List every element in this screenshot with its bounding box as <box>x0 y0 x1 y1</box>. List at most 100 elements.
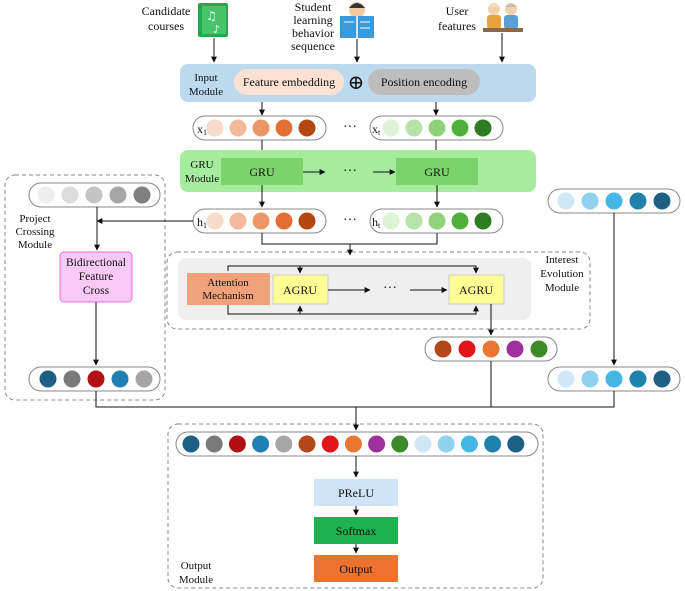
output-label: Output <box>339 562 373 576</box>
merge-h-lines <box>261 233 438 245</box>
pc-label-3: Module <box>18 239 52 251</box>
pc-top-dot-3 <box>85 186 103 204</box>
ie-out-dot-1 <box>434 340 452 358</box>
user-out-dots <box>557 370 671 388</box>
svg-text:♫: ♫ <box>206 9 217 23</box>
pc-out-dot-4 <box>111 370 129 388</box>
ie-out-dot-2 <box>458 340 476 358</box>
position-encoding-label: Position encoding <box>381 75 467 89</box>
feature-embedding-label: Feature embedding <box>243 75 335 89</box>
pc-top-dot-1 <box>37 186 55 204</box>
feature-embedding-box <box>234 69 344 95</box>
candidate-label-2: courses <box>148 19 184 33</box>
input-module-label-1: Input <box>194 72 217 84</box>
gru-module-label-2: Module <box>185 173 219 185</box>
student-label-1: Student <box>295 0 332 14</box>
agru-box-1-label: AGRU <box>283 283 317 297</box>
pc-out-dot-2 <box>63 370 81 388</box>
xt-dot-3 <box>428 119 446 137</box>
xt-dot-5 <box>474 119 492 137</box>
interest-evolution-frame <box>166 251 591 330</box>
concat-dot-12 <box>437 435 455 453</box>
attention-input-lines <box>227 265 479 274</box>
ie-out-dot-5 <box>530 340 548 358</box>
bfc-label-1: Bidirectional <box>66 257 126 269</box>
user-features-input: User features <box>438 3 523 33</box>
pc-out-dots <box>39 370 153 388</box>
h1-label: h1 <box>197 215 207 230</box>
concat-dot-14 <box>484 435 502 453</box>
user-top-dot-1 <box>557 192 575 210</box>
pc-label-1: Project <box>19 213 50 225</box>
gru-box-1 <box>221 158 303 185</box>
gru-ellipsis: ··· <box>343 164 357 179</box>
user-out-dot-1 <box>557 370 575 388</box>
pc-top-dots <box>37 186 151 204</box>
softmax-box <box>314 517 398 544</box>
x1-dots <box>206 119 316 137</box>
ie-out-dots <box>434 340 548 358</box>
ie-label-3: Module <box>545 282 579 294</box>
user-out-dot-2 <box>581 370 599 388</box>
project-crossing-frame <box>4 174 166 401</box>
merge-pc-line <box>95 391 615 408</box>
student-sequence-input: Student learning behavior sequence <box>291 0 374 53</box>
svg-text:♪: ♪ <box>213 23 220 36</box>
ht-label: ht <box>372 215 381 230</box>
x1-dot-5 <box>298 119 316 137</box>
ie-label-2: Evolution <box>540 268 584 280</box>
concat-dot-7 <box>321 435 339 453</box>
ht-dot-4 <box>451 212 469 230</box>
candidate-label-1: Candidate <box>142 4 191 18</box>
agru-box-2-label: AGRU <box>459 283 493 297</box>
xt-dot-1 <box>382 119 400 137</box>
ht-dot-5 <box>474 212 492 230</box>
user-label-1: User <box>446 4 469 18</box>
attention-box <box>187 273 270 305</box>
bfc-label-3: Cross <box>83 285 110 297</box>
agru-box-1 <box>272 274 329 305</box>
concat-dot-13 <box>460 435 478 453</box>
user-out-dot-4 <box>629 370 647 388</box>
concat-dot-4 <box>252 435 270 453</box>
ht-dot-3 <box>428 212 446 230</box>
pc-top-dot-4 <box>109 186 127 204</box>
student-label-4: sequence <box>291 39 335 53</box>
user-out-dot-3 <box>605 370 623 388</box>
h-ellipsis: ··· <box>343 213 357 228</box>
x1-dot-2 <box>229 119 247 137</box>
xt-label: xt <box>372 122 381 137</box>
x1-dot-1 <box>206 119 224 137</box>
input-module-label-2: Module <box>189 86 223 98</box>
candidate-courses-input: Candidate courses ♫ ♪ <box>142 3 228 37</box>
user-top-dot-2 <box>581 192 599 210</box>
h1-dot-4 <box>275 212 293 230</box>
concat-dot-8 <box>344 435 362 453</box>
user-top-dots <box>557 192 671 210</box>
attention-output-lines <box>227 305 479 315</box>
x1-label: x1 <box>197 122 207 137</box>
pc-out-dot-1 <box>39 370 57 388</box>
softmax-label: Softmax <box>336 524 377 538</box>
x1-dot-4 <box>275 119 293 137</box>
attention-label-2: Mechanism <box>202 290 254 302</box>
ht-dot-2 <box>405 212 423 230</box>
x1-dot-3 <box>252 119 270 137</box>
ie-out-dot-3 <box>482 340 500 358</box>
position-encoding-box <box>368 69 480 95</box>
attention-label-1: Attention <box>207 277 249 289</box>
user-top-dot-5 <box>653 192 671 210</box>
concat-dot-6 <box>298 435 316 453</box>
gru-box-2-label: GRU <box>424 165 450 179</box>
ie-out-dot-4 <box>506 340 524 358</box>
xt-dots <box>382 119 492 137</box>
pc-out-dot-5 <box>135 370 153 388</box>
users-icon <box>483 3 523 32</box>
concat-dot-5 <box>275 435 293 453</box>
prelu-box <box>314 479 398 506</box>
pc-top-dot-2 <box>61 186 79 204</box>
bfc-label-2: Feature <box>79 271 113 283</box>
user-label-2: features <box>438 19 476 33</box>
output-box <box>314 555 398 582</box>
